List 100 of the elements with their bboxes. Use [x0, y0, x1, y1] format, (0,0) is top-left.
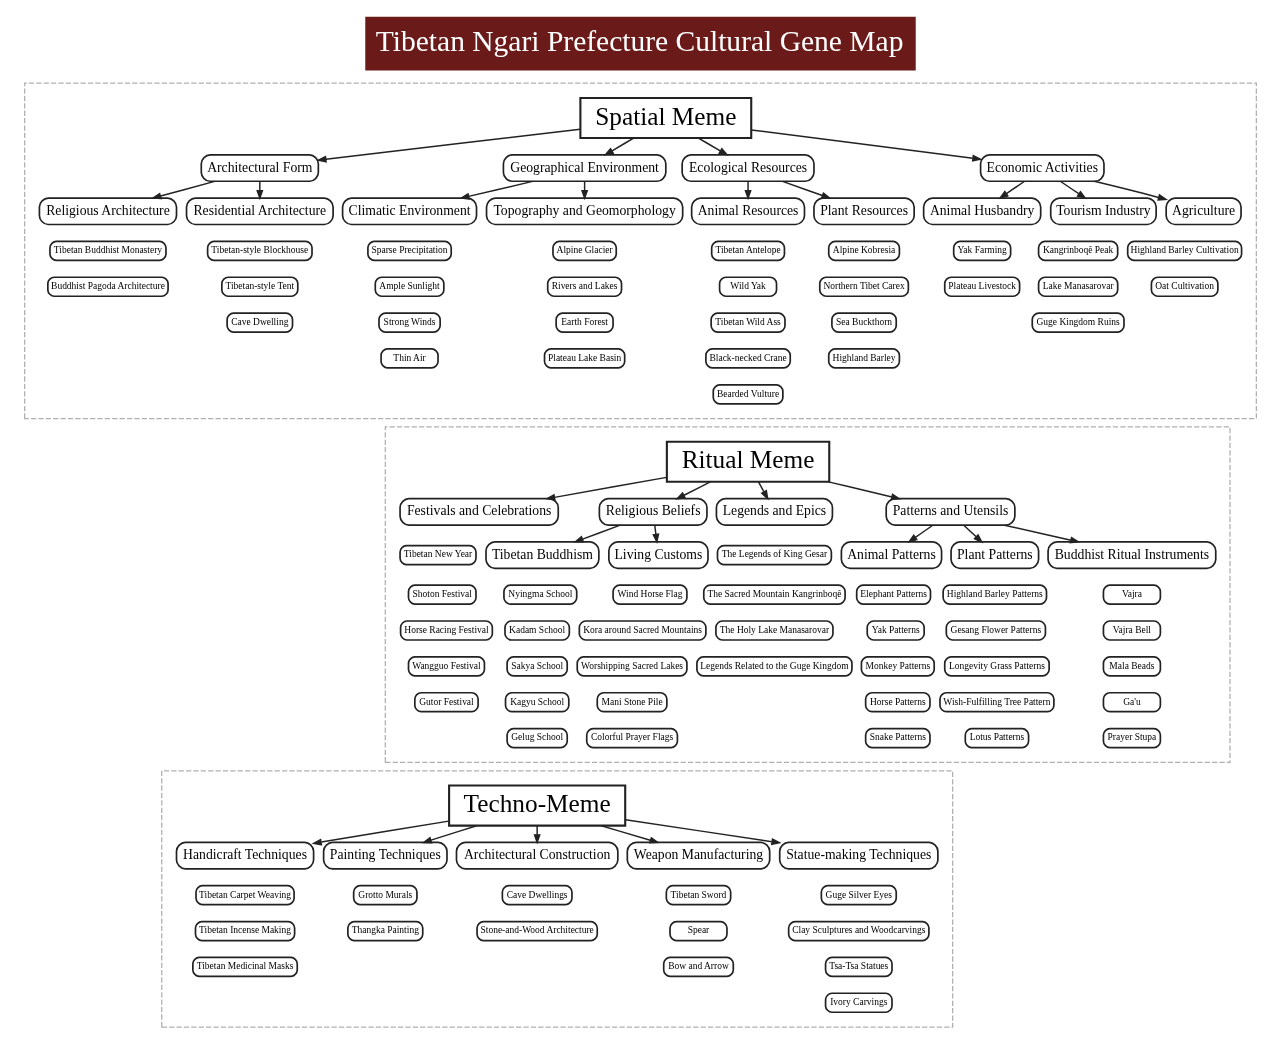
node-box: Tibetan Incense Making [194, 920, 296, 942]
node-box: Cave Dwelling [226, 312, 294, 333]
node-box: Tibetan-style Blockhouse [206, 240, 313, 262]
node-box: Animal Resources [690, 197, 806, 226]
node-box: Nyingma School [503, 584, 578, 605]
node-box: Shoton Festival [407, 584, 477, 605]
arrow [624, 819, 782, 846]
node-box: Kora around Sacred Mountains [578, 620, 707, 641]
node-box: Longevity Grass Patterns [943, 656, 1050, 677]
node-box: Handicraft Techniques [175, 841, 315, 870]
node-box: Architectural Construction [455, 841, 619, 870]
node-box: Wind Horse Flag [612, 584, 688, 605]
node-box: Mani Stone Pile [596, 691, 668, 713]
node-box: Colorful Prayer Flags [585, 727, 679, 749]
arrow [827, 481, 902, 501]
node-box: Patterns and Utensils [885, 497, 1016, 526]
node-box: Black-necked Crane [705, 348, 792, 369]
node-box: Sakya School [506, 656, 569, 677]
node-box: Lake Manasarovar [1037, 276, 1119, 298]
node-box: Vajra [1102, 584, 1162, 605]
arrow [1003, 524, 1081, 544]
arrow [151, 180, 216, 200]
node-box: Legends and Epics [715, 497, 834, 526]
node-box: Spear [669, 920, 728, 942]
node-box: Kadam School [504, 620, 571, 641]
node-box: Buddhist Pagoda Architecture [47, 276, 169, 298]
node-box: Tibetan New Year [399, 544, 477, 566]
node-box: Gelug School [506, 727, 569, 749]
arrow [744, 180, 752, 201]
node-box: Geographical Environment [502, 154, 667, 183]
node-box: Residential Architecture [185, 197, 334, 226]
node-box: Kagyu School [504, 691, 570, 713]
arrow [652, 524, 660, 545]
node-box: Wangguo Festival [407, 656, 486, 677]
cluster [24, 82, 1257, 420]
node-box: Religious Architecture [38, 197, 178, 226]
node-box: Spatial Meme [579, 96, 753, 140]
node-box: Buddhist Ritual Instruments [1047, 541, 1217, 570]
node-box: Sea Buckthorn [831, 312, 898, 333]
node-box: Tibetan Medicinal Masks [192, 956, 299, 978]
node-box: Tibetan Wild Ass [710, 312, 786, 333]
arrow [963, 524, 984, 544]
node-box: Elephant Patterns [855, 584, 932, 605]
arrow [907, 524, 934, 543]
node-box: Highland Barley [827, 348, 901, 369]
node-box: Tibetan Carpet Weaving [195, 884, 295, 906]
node-box: Sparse Precipitation [367, 240, 453, 262]
node-box: Animal Husbandry [922, 197, 1042, 226]
node-box: Weapon Manufacturing [626, 841, 771, 870]
arrow [311, 820, 450, 846]
arrow [1093, 180, 1169, 201]
node-box: Strong Winds [378, 312, 441, 333]
node-box: Agriculture [1165, 197, 1242, 226]
node-box: Ritual Meme [665, 440, 831, 483]
node-box: The Legends of King Gesar [716, 544, 833, 566]
node-box: Religious Beliefs [598, 497, 708, 526]
node-box: Wish-Fulfilling Tree Pattern [939, 691, 1055, 713]
node-box: Gutor Festival [414, 691, 479, 713]
node-box: Architectural Form [200, 154, 320, 183]
arrow [1059, 180, 1087, 200]
arrow [544, 476, 668, 501]
node-box: Statue-making Techniques [778, 841, 939, 870]
arrow [757, 481, 769, 501]
node-box: Alpine Glacier [552, 240, 618, 262]
arrow [698, 137, 729, 156]
node-box: Clay Sculptures and Woodcarvings [787, 920, 930, 942]
node-box: Horse Racing Festival [399, 620, 494, 641]
node-box: Mala Beads [1102, 656, 1162, 677]
node-box: Highland Barley Patterns [942, 584, 1048, 605]
node-box: Painting Techniques [322, 841, 448, 870]
node-box: Techno-Meme [448, 784, 627, 827]
node-box: Stone-and-Wood Architecture [476, 920, 599, 942]
node-box: Worshipping Sacred Lakes [576, 656, 688, 677]
node-box: Rivers and Lakes [546, 276, 623, 298]
cluster [384, 426, 1231, 763]
node-box: Lotus Patterns [964, 727, 1030, 749]
node-box: Tibetan Buddhist Monastery [49, 240, 167, 262]
node-box: Tsa-Tsa Statues [824, 956, 893, 978]
cluster [161, 770, 954, 1028]
node-box: Economic Activities [979, 154, 1105, 183]
node-box: The Sacred Mountain Kangrinboqê [702, 584, 846, 605]
node-box: Climatic Environment [341, 197, 478, 226]
node-box: Ecological Resources [681, 154, 815, 183]
node-box: Yak Patterns [866, 620, 925, 641]
node-box: Ivory Carvings [824, 992, 893, 1014]
node-box: Tourism Industry [1049, 197, 1157, 226]
arrow [750, 129, 983, 162]
node-box: Festivals and Celebrations [399, 497, 560, 526]
arrow [603, 137, 634, 156]
arrow [998, 180, 1025, 200]
node-box: Plateau Lake Basin [543, 348, 626, 369]
node-box: Guge Kingdom Ruins [1031, 312, 1125, 333]
node-box: Alpine Kobresia [827, 240, 901, 262]
node-box: Oat Cultivation [1150, 276, 1219, 298]
arrow [533, 825, 541, 845]
node-box: Ga'u [1102, 691, 1162, 713]
node-box: Animal Patterns [840, 541, 943, 570]
node-box: Northern Tibet Carex [818, 276, 910, 298]
node-box: Earth Forest [555, 312, 614, 333]
node-box: The Holy Lake Manasarovar [715, 620, 834, 641]
